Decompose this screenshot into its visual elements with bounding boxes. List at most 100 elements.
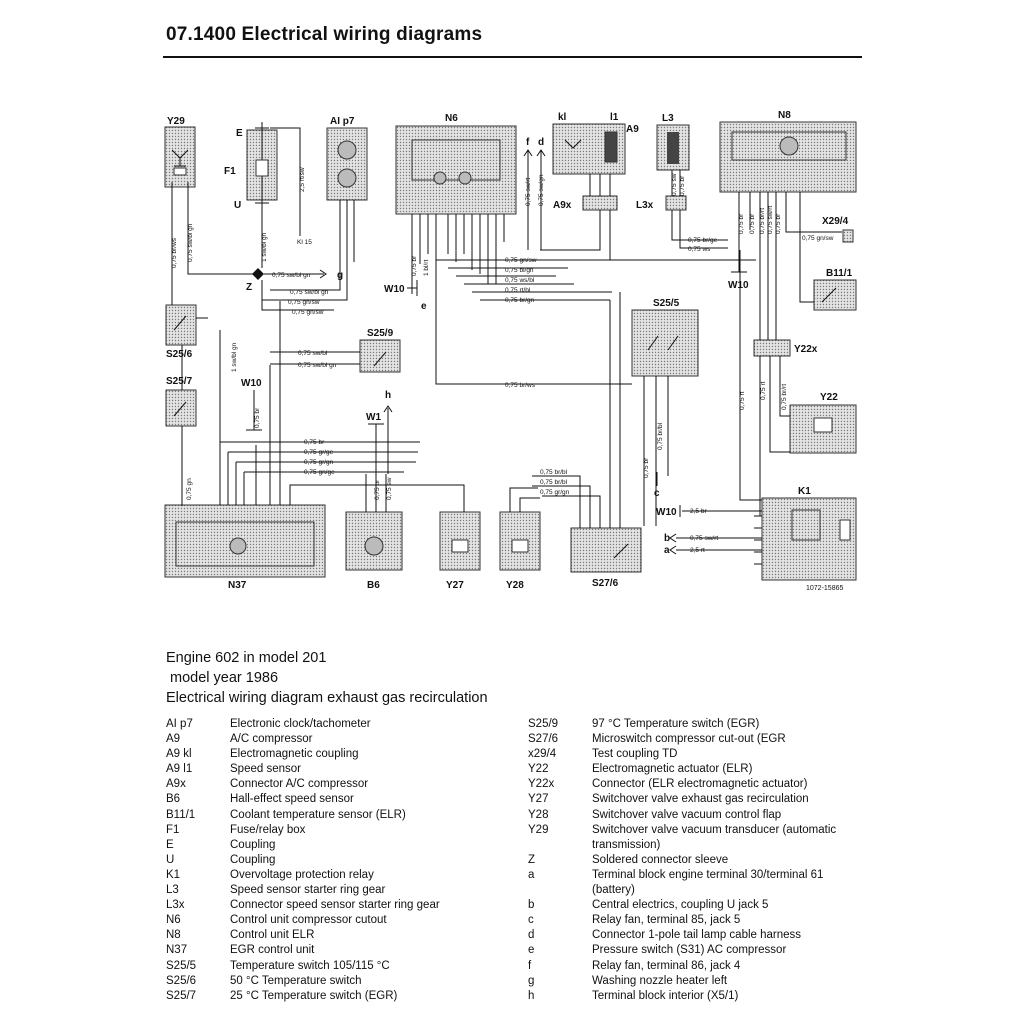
wire-label: 1 bl/rt: [423, 260, 430, 276]
legend-description: Electromagnetic coupling: [230, 748, 359, 761]
wire-label: 0,75 gr/ge: [304, 449, 334, 456]
label-n37: N37: [228, 580, 247, 591]
wire-label: 0,75 br: [679, 175, 686, 196]
ground-w10-n8: W10: [728, 240, 749, 291]
wire-label: 0,75 sw/rt: [525, 178, 532, 206]
label-e: E: [236, 128, 243, 139]
label-f1: F1: [224, 166, 236, 177]
component-y27: Y27: [439, 511, 481, 591]
wire-label: 0,75 sw/bl: [298, 350, 328, 357]
wire-label: 2,5 rt: [690, 547, 705, 554]
legend-code: N8: [166, 929, 181, 942]
component-b6: B6: [345, 511, 403, 591]
legend-code: Y29: [528, 823, 549, 836]
component-n37: N37: [164, 504, 326, 591]
wire-label: 0,75 sw/gn: [538, 174, 545, 206]
legend-description: Connector A/C compressor: [230, 778, 369, 791]
legend-code: c: [528, 914, 534, 927]
legend-description: Fuse/relay box: [230, 823, 306, 836]
label-w10-n6: W10: [384, 284, 405, 295]
label-a9x: A9x: [553, 200, 572, 211]
component-s25-6: S25/6: [165, 304, 197, 360]
legend-description: Coupling: [230, 853, 276, 866]
legend-code: Y22: [528, 763, 549, 776]
legend-code: Z: [528, 853, 536, 866]
label-s25-5: S25/5: [653, 298, 680, 309]
wire-label: 0,75 br: [738, 213, 745, 234]
label-w10-k1: W10: [656, 507, 677, 518]
component-s27-6: S27/6: [570, 527, 642, 589]
header-rule: [163, 56, 862, 58]
legend-description: Relay fan, terminal 85, jack 5: [592, 914, 741, 927]
component-x29-4: X29/4: [822, 216, 854, 243]
legend-code: S25/9: [528, 718, 559, 730]
legend-code: e: [528, 944, 535, 957]
legend-description: EGR control unit: [230, 944, 315, 957]
label-s27-6: S27/6: [592, 578, 619, 589]
label-w10-n8: W10: [728, 280, 749, 291]
label-n8: N8: [778, 110, 791, 121]
component-k1: K1: [761, 486, 857, 581]
connector-l3x: L3x: [636, 195, 687, 211]
wire-label: 0,75 gn/sw: [802, 235, 834, 242]
label-s25-7: S25/7: [166, 376, 193, 387]
wire-label: 0,75 ws/bl: [505, 277, 535, 284]
page-title: 07.1400 Electrical wiring diagrams: [166, 24, 483, 45]
legend-code: a: [528, 868, 535, 881]
component-y28: Y28: [499, 511, 541, 591]
legend-description: 97 °C Temperature switch (EGR): [592, 718, 760, 730]
wire-label: 0,75 sw/rt: [767, 206, 774, 234]
wiring-diagram: Y29 F1 E U AI p7 N6 kl l1 A9: [164, 110, 857, 592]
legend-description: Terminal block interior (X5/1): [592, 989, 739, 1002]
label-s25-6: S25/6: [166, 349, 193, 360]
legend-description: Terminal block engine terminal 30/termin…: [592, 868, 824, 897]
label-y22x: Y22x: [794, 344, 818, 355]
legend-description: Speed sensor: [230, 763, 301, 776]
wire-label: 0,75 br: [304, 439, 325, 446]
wire-label: 0,75 br/bl: [540, 469, 568, 476]
wire-label: 0,75 br: [411, 255, 418, 276]
legend-code: S25/5: [166, 959, 197, 972]
wire-labels: 0,75 br/ws 0,75 sw/bl gn 1 sw/bl gn 2,5 …: [171, 167, 834, 554]
legend-code: f: [528, 959, 532, 972]
legend-code: S25/7: [166, 989, 197, 1002]
wire-label: 0,75 gn/sw: [505, 257, 537, 264]
legend-description: Overvoltage protection relay: [230, 868, 374, 881]
terminals-f-d: f d: [523, 137, 546, 250]
legend-description: Connector 1-pole tail lamp cable harness: [592, 929, 802, 942]
component-a9: kl l1 A9: [552, 112, 639, 175]
wire-label: 0,75 br: [254, 407, 261, 428]
component-y29: Y29: [164, 116, 196, 190]
legend-code: U: [166, 853, 175, 866]
legend-code: A9 l1: [166, 763, 193, 776]
label-w10-left: W10: [241, 378, 262, 389]
component-n6: N6: [395, 113, 517, 215]
label-y28: Y28: [506, 580, 524, 591]
ground-w1: W1 h: [366, 390, 393, 474]
wire-label: 2,5 rt/sw: [299, 167, 306, 192]
legend-description: Test coupling TD: [592, 748, 678, 761]
legend-code: Y28: [528, 808, 549, 821]
wire-label: 0,75 sw/bl gn: [187, 223, 194, 262]
wire-label: 0,75 br/ws: [505, 382, 536, 389]
ground-w10-n6: W10 e: [384, 280, 427, 312]
legend-description: Connector speed sensor starter ring gear: [230, 899, 440, 912]
wire-label: 0,75 sw/bl gn: [272, 272, 311, 279]
legend-description: Switchover valve vacuum control flap: [592, 808, 782, 821]
label-n6: N6: [445, 113, 458, 124]
legend-code: B11/1: [166, 808, 196, 821]
